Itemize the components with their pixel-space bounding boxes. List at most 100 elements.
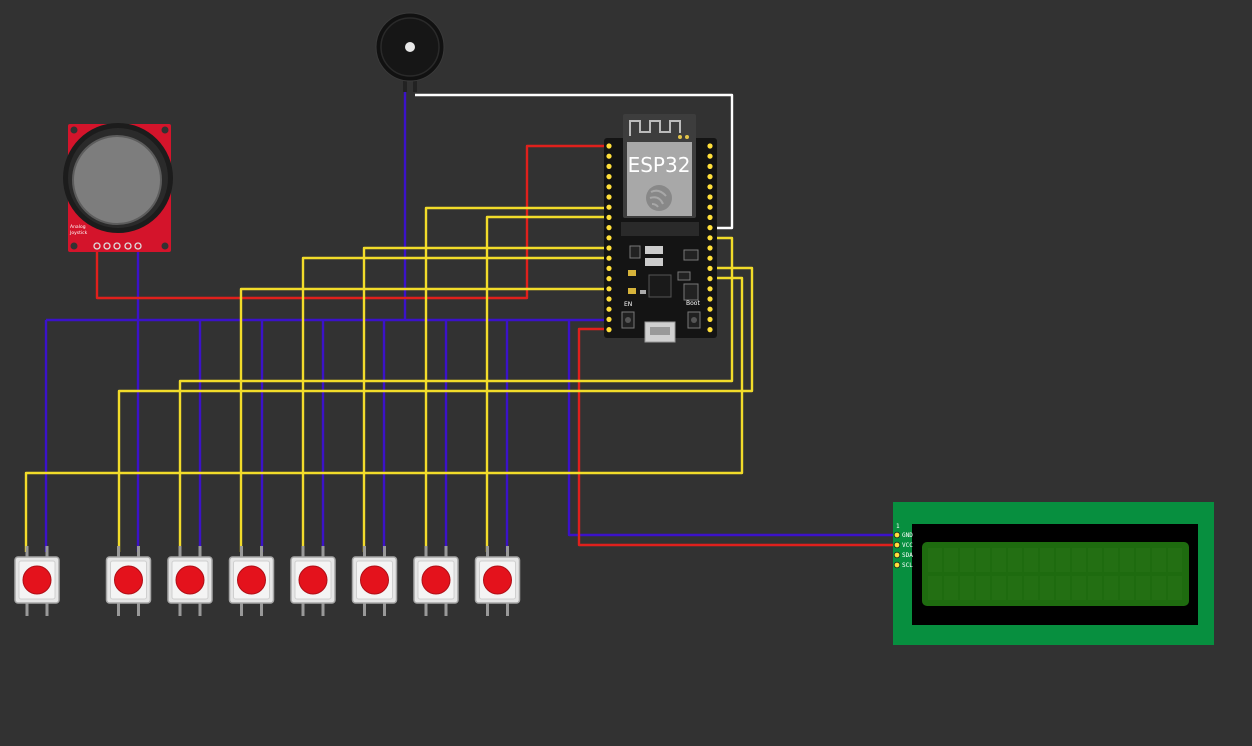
- pushbutton[interactable]: [228, 546, 275, 616]
- esp32-pin[interactable]: [707, 225, 713, 231]
- ground-wires: [44, 92, 897, 552]
- button-cap-icon: [483, 565, 512, 595]
- esp32-pin[interactable]: [707, 204, 713, 210]
- lcd-cell: [1120, 548, 1134, 572]
- lcd-cell: [944, 576, 958, 600]
- lcd-cell: [1072, 548, 1086, 572]
- button-cap-icon: [114, 565, 143, 595]
- joystick-knob-icon[interactable]: [72, 135, 162, 225]
- signal-wires: [24, 206, 754, 552]
- joystick-label-1: Analog: [70, 224, 86, 230]
- esp32-pin[interactable]: [606, 225, 612, 231]
- lcd-cell: [928, 576, 942, 600]
- lcd-cell: [1136, 548, 1150, 572]
- wire-lcd-vcc[interactable]: [577, 327, 897, 547]
- esp32-label: ESP32: [628, 153, 691, 177]
- pushbutton[interactable]: [474, 546, 521, 616]
- wire-joystick-vcc[interactable]: [95, 144, 609, 300]
- lcd-cell: [1040, 576, 1054, 600]
- esp32-pin[interactable]: [707, 296, 713, 302]
- wire-btn2-signal[interactable]: [117, 266, 754, 552]
- lcd-character-grid: [928, 548, 1182, 600]
- esp32-pins-right: [707, 143, 713, 333]
- boot-label: Boot: [686, 300, 700, 307]
- esp32-pin[interactable]: [606, 245, 612, 251]
- esp32-pin[interactable]: [707, 255, 713, 261]
- esp32-pin[interactable]: [606, 286, 612, 292]
- esp32-pin[interactable]: [606, 204, 612, 210]
- lcd-cell: [1072, 576, 1086, 600]
- lcd-cell: [1056, 576, 1070, 600]
- esp32-pin[interactable]: [606, 265, 612, 271]
- wire-btn6-signal[interactable]: [362, 246, 609, 552]
- esp32-pin[interactable]: [707, 245, 713, 251]
- esp32-pin[interactable]: [606, 316, 612, 322]
- wire-btn5-signal[interactable]: [301, 256, 609, 552]
- esp32-pin[interactable]: [707, 194, 713, 200]
- esp32-pin[interactable]: [707, 306, 713, 312]
- pushbutton[interactable]: [14, 546, 60, 616]
- wire-btn3-signal[interactable]: [178, 236, 734, 552]
- wire-btn1-signal[interactable]: [24, 276, 744, 552]
- wire-btn7-signal[interactable]: [424, 206, 609, 552]
- esp32-pins-left: [606, 143, 612, 333]
- esp32-pin[interactable]: [707, 316, 713, 322]
- esp32-pin[interactable]: [707, 153, 713, 159]
- esp32-pin[interactable]: [606, 184, 612, 190]
- lcd-cell: [1040, 548, 1054, 572]
- esp32-pin[interactable]: [606, 235, 612, 241]
- wire-btn4-signal[interactable]: [239, 287, 609, 552]
- pushbutton[interactable]: [167, 546, 213, 616]
- esp32-pin[interactable]: [707, 235, 713, 241]
- lcd-pin-scl: SCL: [902, 562, 913, 569]
- button-cap-icon: [421, 565, 451, 595]
- esp32-pin[interactable]: [707, 276, 713, 282]
- lcd-cell: [928, 548, 942, 572]
- lcd-pins: GND VCC SDA SCL: [893, 531, 913, 569]
- esp32-pin[interactable]: [707, 174, 713, 180]
- lcd-cell: [1056, 548, 1070, 572]
- lcd-cell: [960, 576, 974, 600]
- wire-btn8-signal[interactable]: [485, 215, 609, 552]
- analog-joystick[interactable]: Analog Joystick: [63, 123, 173, 252]
- esp32-pin[interactable]: [606, 163, 612, 169]
- lcd-cell: [1120, 576, 1134, 600]
- esp32-pin[interactable]: [707, 214, 713, 220]
- pushbutton[interactable]: [413, 546, 459, 616]
- esp32-board[interactable]: ESP32 EN Boot: [604, 114, 717, 343]
- esp32-pin[interactable]: [606, 214, 612, 220]
- pushbutton[interactable]: [351, 546, 398, 616]
- pushbutton[interactable]: [105, 546, 152, 616]
- lcd-cell: [1088, 576, 1102, 600]
- esp32-pin[interactable]: [606, 255, 612, 261]
- esp32-pin[interactable]: [707, 286, 713, 292]
- esp32-pin[interactable]: [606, 327, 612, 333]
- pushbutton[interactable]: [290, 546, 336, 616]
- esp32-pin[interactable]: [707, 143, 713, 149]
- lcd-cell: [976, 576, 990, 600]
- buzzer[interactable]: [375, 12, 445, 92]
- esp32-pin[interactable]: [606, 276, 612, 282]
- lcd-pin1-label: 1: [896, 523, 900, 530]
- esp32-pin[interactable]: [606, 194, 612, 200]
- wire-buzzer-signal[interactable]: [415, 93, 734, 230]
- lcd-cell: [1008, 576, 1022, 600]
- lcd-cell: [1104, 548, 1118, 572]
- button-cap-icon: [175, 565, 205, 595]
- lcd-cell: [992, 576, 1006, 600]
- esp32-pin[interactable]: [707, 327, 713, 333]
- esp32-pin[interactable]: [707, 265, 713, 271]
- esp32-pin[interactable]: [606, 143, 612, 149]
- esp32-pin[interactable]: [606, 174, 612, 180]
- esp32-pin[interactable]: [606, 296, 612, 302]
- joystick-pins: [93, 242, 142, 250]
- esp32-pin[interactable]: [606, 153, 612, 159]
- esp32-pin[interactable]: [707, 184, 713, 190]
- lcd-cell: [1152, 548, 1166, 572]
- esp32-pin[interactable]: [606, 306, 612, 312]
- lcd-cell: [1024, 576, 1038, 600]
- esp32-pin[interactable]: [707, 163, 713, 169]
- lcd-i2c-1602[interactable]: 1 GND VCC SDA SCL: [893, 502, 1214, 645]
- button-cap-icon: [22, 565, 52, 595]
- en-label: EN: [624, 301, 632, 308]
